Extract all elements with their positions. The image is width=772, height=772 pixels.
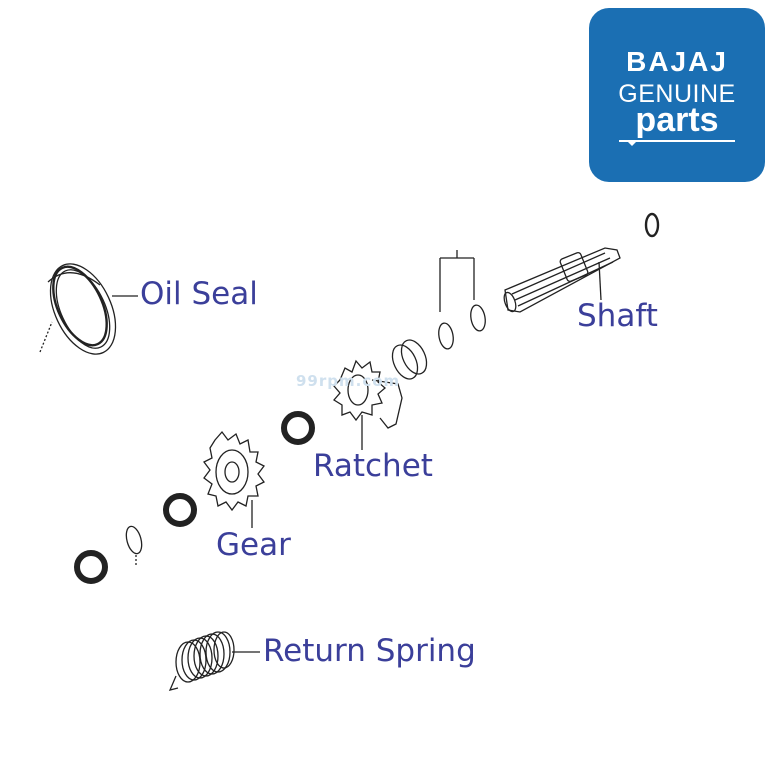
shaft-label: Shaft <box>577 298 658 334</box>
circlip <box>125 525 143 555</box>
logo-parts: parts <box>635 101 719 139</box>
logo-brand: BAJAJ <box>626 46 728 77</box>
oil-seal-drawing <box>39 263 117 355</box>
bajaj-genuine-parts-logo: BAJAJ GENUINE parts <box>589 8 765 182</box>
return-spring-drawing <box>168 631 235 691</box>
circlips-drawing <box>391 250 486 380</box>
ratchet-label: Ratchet <box>313 448 433 484</box>
logo-underline <box>619 140 735 142</box>
oil-seal-label: Oil Seal <box>140 276 258 312</box>
washer-ring <box>281 411 315 445</box>
gear-drawing <box>203 430 265 512</box>
shaft-leader-line <box>598 261 602 301</box>
logo-notch <box>627 141 637 146</box>
return-spring-label: Return Spring <box>263 633 476 669</box>
washer-ring <box>74 550 108 584</box>
logo-genuine: GENUINE <box>618 80 736 108</box>
washer-ring <box>163 493 197 527</box>
ratchet-drawing <box>333 359 403 429</box>
watermark: 99rpm.com <box>296 372 401 390</box>
gear-label: Gear <box>216 527 291 563</box>
shaft-drawing <box>503 212 660 313</box>
